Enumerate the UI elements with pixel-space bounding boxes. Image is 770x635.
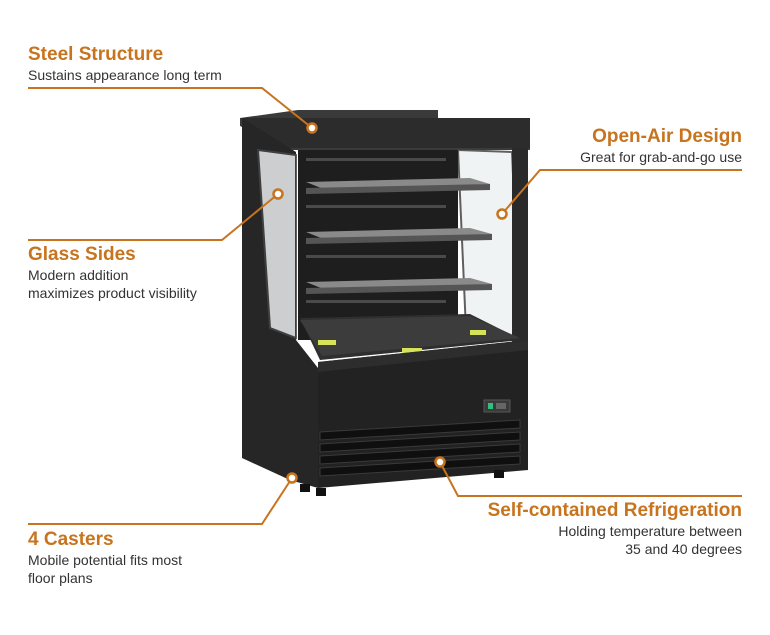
casters-desc-line2: floor plans: [28, 570, 93, 586]
glass-sides-desc-line2: maximizes product visibility: [28, 285, 197, 301]
refrigerated-merchandiser: [240, 110, 530, 496]
marker-glass-sides: [272, 188, 284, 200]
marker-refrigeration: [434, 456, 446, 468]
refrigeration-title: Self-contained Refrigeration: [487, 500, 742, 521]
marker-open-air: [496, 208, 508, 220]
steel-structure-title: Steel Structure: [28, 44, 164, 65]
steel-structure-desc: Sustains appearance long term: [28, 67, 222, 83]
marker-steel-structure: [306, 122, 318, 134]
marker-casters: [286, 472, 298, 484]
casters-desc-line1: Mobile potential fits most: [28, 552, 183, 568]
open-air-desc: Great for grab-and-go use: [580, 149, 742, 165]
glass-sides-title: Glass Sides: [28, 244, 136, 265]
refrigeration-desc-line2: 35 and 40 degrees: [625, 541, 742, 557]
callout-leader-lines: [28, 87, 742, 525]
refrigeration-desc-line1: Holding temperature between: [558, 523, 742, 539]
open-air-title: Open-Air Design: [592, 126, 742, 147]
casters-title: 4 Casters: [28, 529, 114, 550]
glass-sides-desc-line1: Modern addition: [28, 267, 129, 283]
callout-markers: [272, 122, 508, 484]
